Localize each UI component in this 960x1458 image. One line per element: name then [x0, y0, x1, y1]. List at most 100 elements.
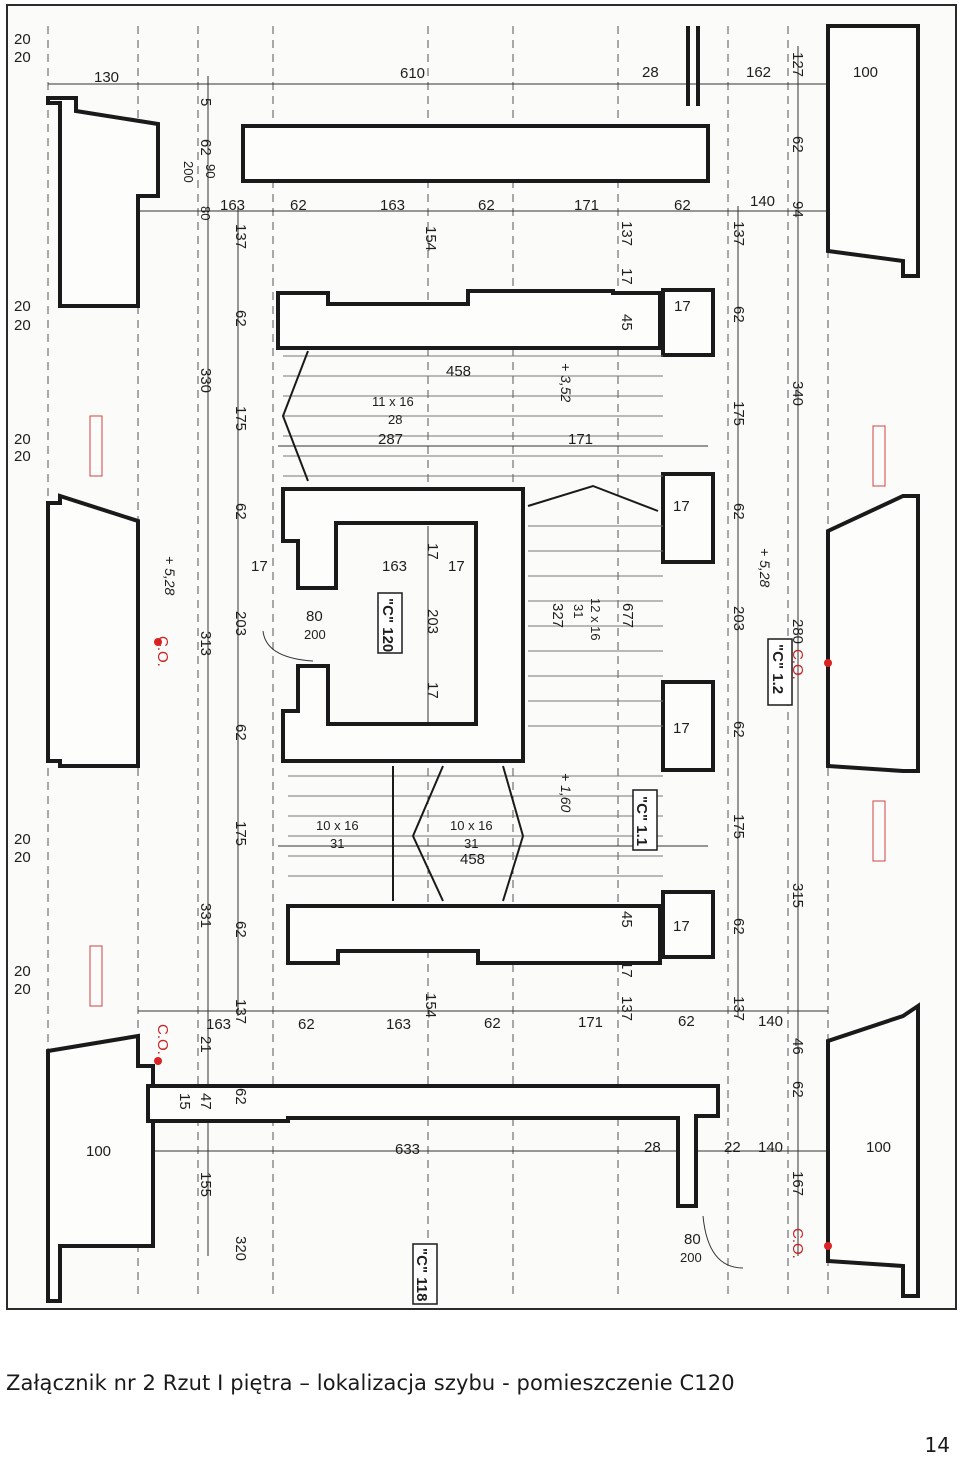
dim-62: 62 [232, 724, 249, 741]
dim-62: 62 [232, 310, 249, 327]
stair-label: 11 x 16 [372, 394, 414, 409]
dim-154: 154 [422, 993, 439, 1018]
co-label: C.O. [154, 636, 171, 667]
dim-175: 175 [232, 406, 249, 431]
dim-17: 17 [448, 558, 465, 575]
room-boxes [377, 592, 793, 1305]
dim-62: 62 [232, 503, 249, 520]
dim-677: 677 [619, 603, 636, 628]
dim-5: 5 [197, 98, 214, 106]
dim-62: 62 [730, 721, 747, 738]
dim-62: 62 [730, 918, 747, 935]
dim-137: 137 [232, 224, 249, 249]
dim-62: 62 [730, 503, 747, 520]
dim-340: 340 [789, 381, 806, 406]
stair-label: 31 [330, 836, 344, 851]
dim-163: 163 [386, 1016, 411, 1033]
dim-100: 100 [853, 64, 878, 81]
dim-45: 45 [618, 314, 635, 331]
stair-label: 31 [464, 836, 478, 851]
dim-17: 17 [674, 298, 691, 315]
dim-330: 330 [197, 368, 214, 393]
dim-140: 140 [758, 1139, 783, 1156]
dim-17: 17 [618, 268, 635, 285]
dim-155: 155 [197, 1172, 214, 1197]
dim-100: 100 [86, 1143, 111, 1160]
floor-plan: 20 20 130 610 28 162 100 127 5 62 90 200… [6, 4, 957, 1310]
co-label: C.O. [789, 649, 806, 680]
dim-17: 17 [673, 720, 690, 737]
dim-62: 62 [484, 1015, 501, 1032]
dim-20: 20 [14, 849, 31, 866]
dim-100: 100 [866, 1139, 891, 1156]
dim-137: 137 [730, 996, 747, 1021]
level-mark: + 3,52 [558, 363, 574, 403]
dim-633: 633 [395, 1141, 420, 1158]
stair-label: 10 x 16 [316, 818, 359, 833]
dim-62: 62 [232, 921, 249, 938]
dim-80: 80 [198, 206, 213, 220]
dim-20: 20 [14, 298, 31, 315]
co-label: C.O. [154, 1024, 171, 1055]
dim-62: 62 [197, 139, 214, 156]
dim-167: 167 [789, 1171, 806, 1196]
dim-315: 315 [789, 883, 806, 908]
stair-label: 10 x 16 [450, 818, 493, 833]
dim-137: 137 [730, 221, 747, 246]
dim-140: 140 [758, 1013, 783, 1030]
co-markers [154, 638, 832, 1250]
dim-458: 458 [460, 851, 485, 868]
walls [46, 24, 920, 1303]
dim-15: 15 [176, 1093, 193, 1110]
dim-203: 203 [730, 606, 747, 631]
dim-94: 94 [789, 201, 806, 218]
dim-130: 130 [94, 69, 119, 86]
dim-610: 610 [400, 65, 425, 82]
dim-137: 137 [232, 999, 249, 1024]
window-marks [89, 415, 886, 1007]
dim-320: 320 [232, 1236, 249, 1261]
dim-62: 62 [789, 1081, 806, 1098]
dim-280: 280 [789, 619, 806, 644]
dim-175: 175 [232, 821, 249, 846]
dim-200: 200 [181, 161, 196, 183]
dim-127: 127 [789, 52, 806, 77]
dim-22: 22 [724, 1139, 741, 1156]
door-height: 200 [304, 627, 326, 642]
stair-label: 287 [378, 431, 403, 448]
dim-163: 163 [380, 197, 405, 214]
figure-caption: Załącznik nr 2 Rzut I piętra – lokalizac… [6, 1371, 735, 1395]
dim-137: 137 [618, 221, 635, 246]
dim-28: 28 [644, 1139, 661, 1156]
dim-20: 20 [14, 448, 31, 465]
dim-171: 171 [578, 1014, 603, 1031]
door-swings [262, 630, 744, 1269]
dim-62: 62 [478, 197, 495, 214]
page-number: 14 [924, 1433, 950, 1457]
dim-46: 46 [789, 1038, 806, 1055]
dim-313: 313 [197, 631, 214, 656]
dim-163: 163 [382, 558, 407, 575]
stair-label: 28 [388, 412, 402, 427]
level-mark: + 5,28 [162, 556, 178, 596]
dim-331: 331 [197, 903, 214, 928]
dim-20: 20 [14, 963, 31, 980]
dim-20: 20 [14, 49, 31, 66]
dim-20: 20 [14, 831, 31, 848]
dim-47: 47 [197, 1093, 214, 1110]
dim-21: 21 [197, 1036, 214, 1053]
dim-175: 175 [730, 814, 747, 839]
dim-163: 163 [220, 197, 245, 214]
door-height: 200 [680, 1250, 702, 1265]
dim-17: 17 [424, 682, 441, 699]
dim-17: 17 [251, 558, 268, 575]
room-label-c11: "C" 1.1 [633, 796, 650, 846]
dim-62: 62 [730, 306, 747, 323]
door-width: 80 [684, 1231, 701, 1248]
dim-140: 140 [750, 193, 775, 210]
dim-28: 28 [642, 64, 659, 81]
dim-137: 137 [618, 996, 635, 1021]
dim-20: 20 [14, 431, 31, 448]
dim-62: 62 [290, 197, 307, 214]
dim-62: 62 [674, 197, 691, 214]
